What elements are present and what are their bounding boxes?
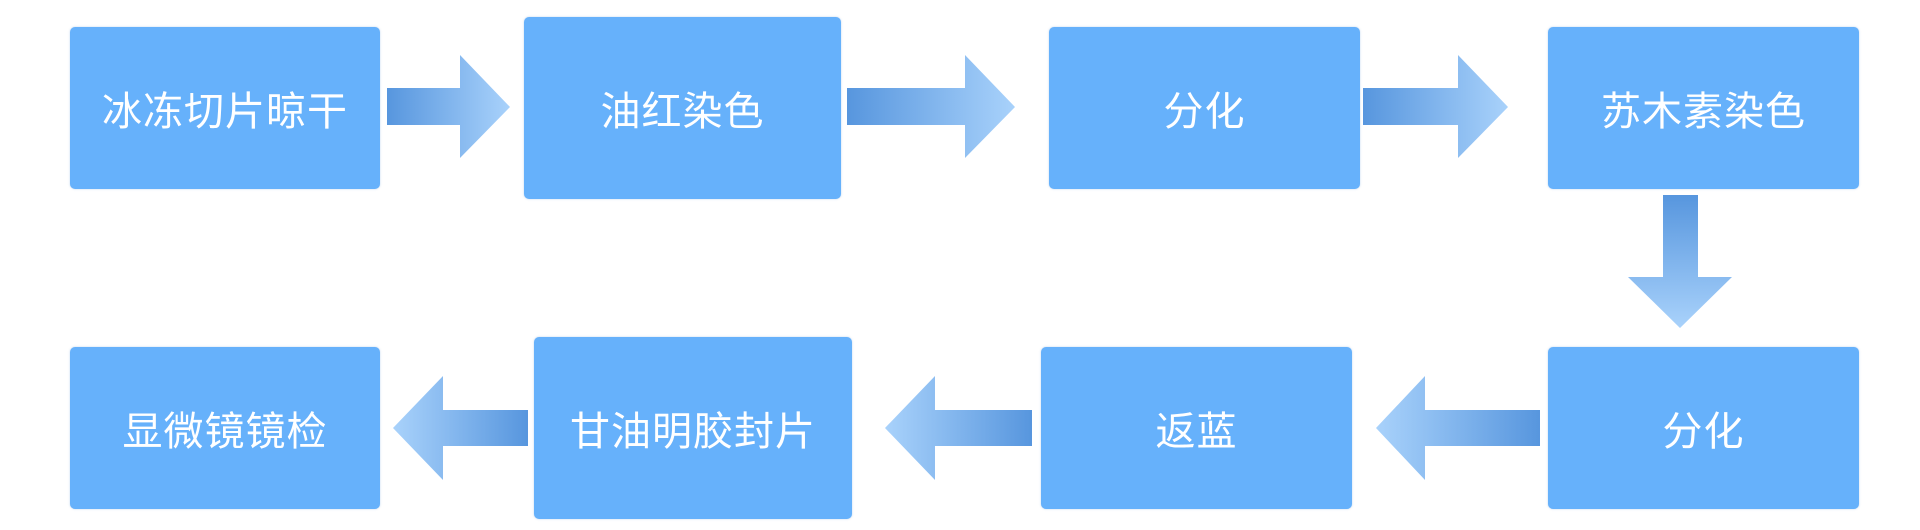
step-8-box: 显微镜镜检	[70, 347, 380, 509]
step-4-box: 苏木素染色	[1548, 27, 1859, 189]
arrow-left-1	[1376, 376, 1540, 480]
step-2-label: 油红染色	[600, 89, 765, 135]
step-7-box: 甘油明胶封片	[534, 337, 852, 519]
arrow-right-3	[1363, 55, 1508, 158]
step-1-box: 冰冻切片晾干	[70, 27, 380, 189]
step-7-label: 甘油明胶封片	[570, 409, 816, 455]
step-5-box: 分化	[1548, 347, 1859, 509]
arrow-down	[1628, 195, 1732, 328]
step-5-label: 分化	[1662, 409, 1745, 455]
step-1-label: 冰冻切片晾干	[102, 89, 348, 135]
step-3-label: 分化	[1163, 89, 1246, 135]
arrow-left-3	[393, 376, 528, 480]
arrow-right-1	[387, 55, 510, 158]
step-3-box: 分化	[1049, 27, 1360, 189]
arrow-left-2	[885, 376, 1032, 480]
arrow-right-2	[847, 55, 1015, 158]
step-4-label: 苏木素染色	[1601, 89, 1806, 135]
step-2-box: 油红染色	[524, 17, 841, 199]
step-8-label: 显微镜镜检	[122, 409, 328, 455]
step-6-box: 返蓝	[1041, 347, 1352, 509]
step-6-label: 返蓝	[1155, 409, 1238, 455]
